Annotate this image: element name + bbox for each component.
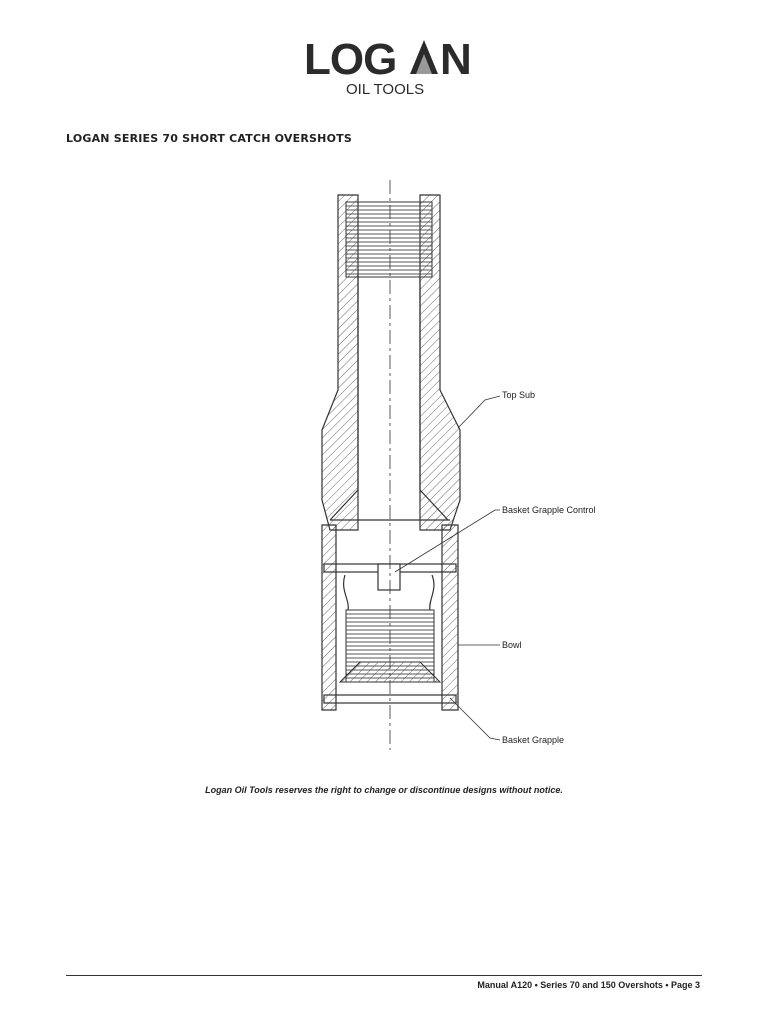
- callout-bowl: Bowl: [502, 640, 522, 650]
- disclaimer-text: Logan Oil Tools reserves the right to ch…: [205, 785, 563, 795]
- section-title: LOGAN SERIES 70 SHORT CATCH OVERSHOTS: [66, 132, 352, 145]
- footer-page-info: Manual A120 • Series 70 and 150 Overshot…: [477, 980, 700, 990]
- svg-text:OIL TOOLS: OIL TOOLS: [346, 81, 424, 98]
- callout-basket-grapple: Basket Grapple: [502, 735, 565, 745]
- callout-top-sub: Top Sub: [502, 390, 536, 400]
- callout-basket-grapple-control: Basket Grapple Control: [502, 505, 596, 515]
- logan-oil-tools-logo: LOG N OIL TOOLS: [300, 34, 480, 104]
- svg-text:LOG: LOG: [304, 35, 396, 84]
- footer-divider: [66, 975, 702, 976]
- overshot-cross-section-drawing: [300, 180, 501, 755]
- svg-text:N: N: [440, 35, 472, 84]
